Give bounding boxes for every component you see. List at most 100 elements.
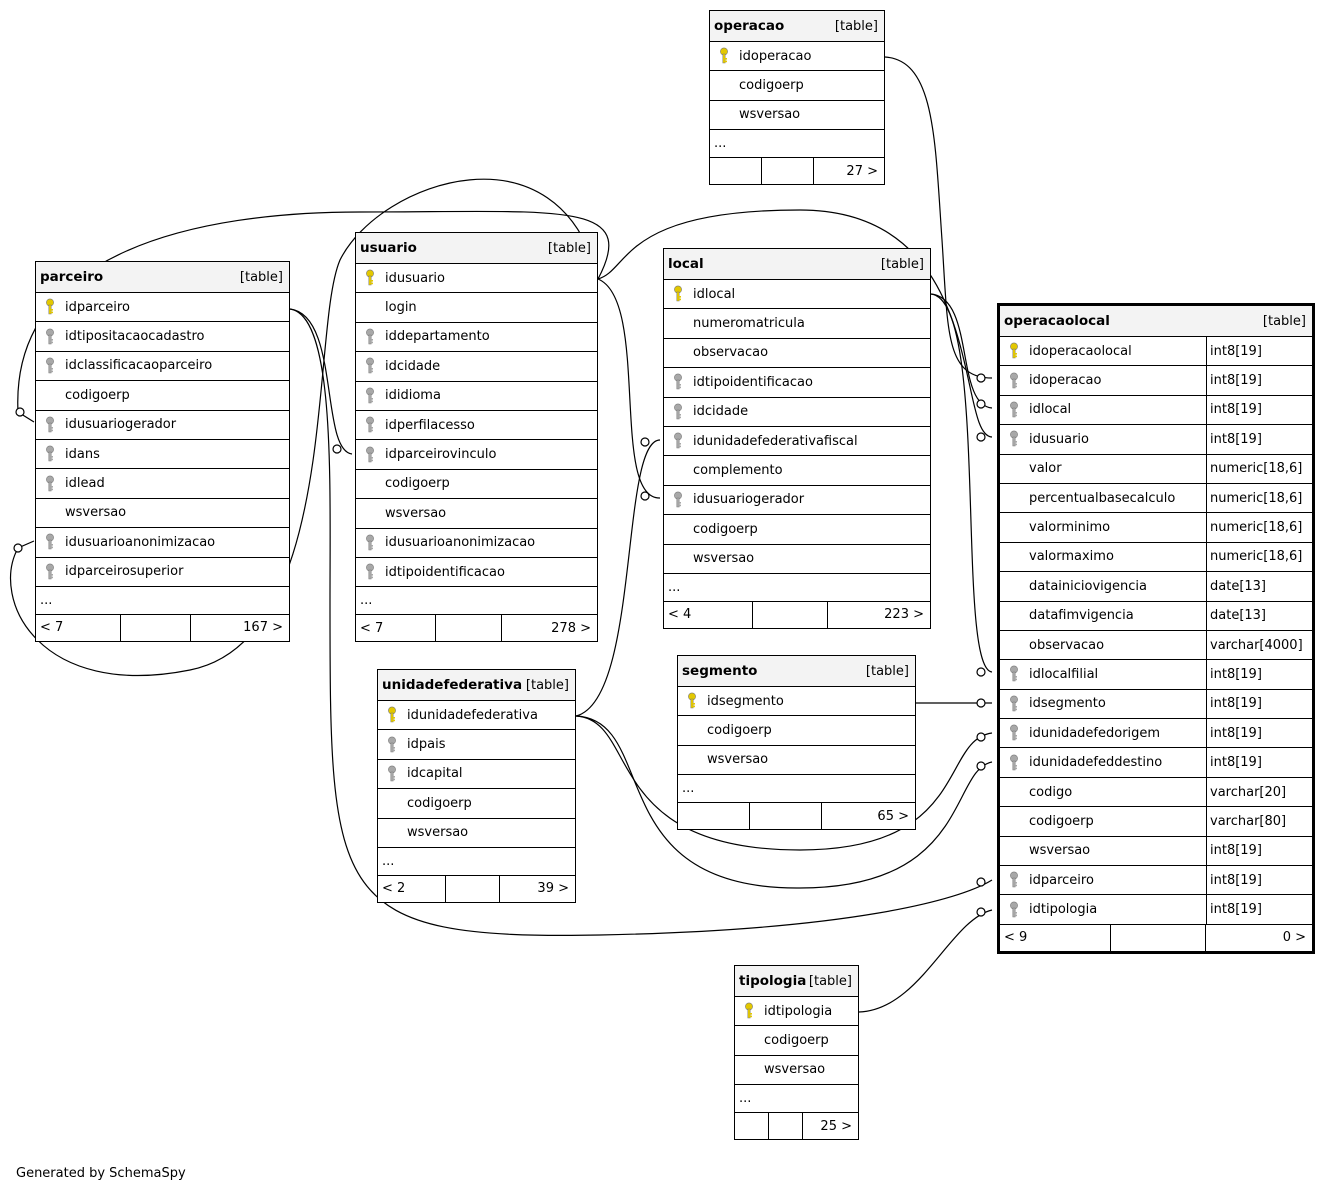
column-row[interactable]: idans — [36, 438, 289, 468]
column-row[interactable]: codigoerp — [356, 468, 597, 498]
parent-count[interactable]: < 7 — [356, 615, 436, 642]
column-row[interactable]: wsversao — [356, 498, 597, 527]
column-row[interactable]: idtipoidentificacao — [664, 367, 930, 396]
table-name: local — [668, 256, 704, 272]
column-row[interactable]: wsversao — [664, 543, 930, 573]
column-row[interactable]: idclassificacaoparceiro — [36, 350, 289, 380]
column-row[interactable]: observacao — [664, 337, 930, 367]
column-row[interactable]: codigoerp — [378, 788, 575, 817]
column-row[interactable]: idcapital — [378, 758, 575, 788]
parent-count[interactable]: < 7 — [36, 614, 121, 641]
column-name: idlead — [65, 476, 105, 492]
column-type: int8[19] — [1206, 425, 1312, 454]
column-row[interactable]: wsversao — [36, 497, 289, 527]
column-row[interactable]: wsversao — [735, 1054, 858, 1084]
column-row[interactable]: idparceiro — [36, 293, 289, 321]
column-name: datainiciovigencia — [1029, 578, 1147, 594]
column-row[interactable]: idpais — [378, 729, 575, 758]
parent-count[interactable]: < 4 — [664, 601, 753, 628]
column-row[interactable]: idusuarioanonimizacao — [356, 527, 597, 557]
column-name: wsversao — [65, 505, 127, 521]
row-count[interactable]: 167 > — [243, 620, 283, 636]
column-row[interactable]: login — [356, 292, 597, 321]
cardinality-marker — [13, 543, 23, 553]
column-row[interactable]: ididioma — [356, 380, 597, 410]
edge-unidade-operacaolocal-destino — [575, 715, 993, 889]
column-row[interactable]: codigoerp — [710, 70, 884, 99]
column-row[interactable]: idlocal — [664, 280, 930, 308]
column-row[interactable]: idparceirosuperior — [36, 556, 289, 586]
column-row[interactable]: idusuarioanonimizacao — [36, 527, 289, 556]
column-row[interactable]: idtipositacaocadastro — [36, 321, 289, 350]
column-row[interactable]: idtipoidentificacao — [356, 556, 597, 586]
parent-count[interactable] — [678, 803, 750, 830]
row-count[interactable]: 223 > — [884, 607, 924, 623]
column-row[interactable]: idunidadefederativa — [378, 701, 575, 729]
row-count[interactable]: 65 > — [877, 808, 909, 824]
column-row[interactable]: idcidade — [664, 396, 930, 426]
row-count[interactable]: 39 > — [537, 881, 569, 897]
column-row[interactable]: idunidadefederativafiscal — [664, 425, 930, 455]
column-row[interactable]: idtipologia — [735, 997, 858, 1025]
column-row[interactable]: wsversao — [710, 99, 884, 129]
column-row[interactable]: idlead — [36, 468, 289, 497]
row-count[interactable]: 27 > — [846, 163, 878, 179]
column-row[interactable]: numeromatricula — [664, 308, 930, 337]
column-row[interactable]: wsversao — [678, 744, 915, 774]
column-name: observacao — [1029, 637, 1105, 653]
column-row[interactable]: codigoerp — [664, 514, 930, 543]
row-count[interactable]: 278 > — [551, 620, 591, 636]
column-name: idparceiro — [1029, 872, 1094, 888]
column-row[interactable]: idusuario — [356, 264, 597, 292]
column-row[interactable]: idsegmento — [678, 687, 915, 715]
column-row[interactable]: wsversao — [378, 817, 575, 847]
column-row[interactable]: codigoerp — [36, 380, 289, 409]
column-row[interactable]: idusuariogerador — [36, 409, 289, 439]
column-row[interactable]: idusuariogerador — [664, 484, 930, 514]
row-count[interactable]: 25 > — [820, 1118, 852, 1134]
parent-count[interactable]: < 9 — [1000, 924, 1111, 951]
table-unidadefederativa[interactable]: unidadefederativa[table]idunidadefederat… — [377, 669, 576, 903]
column-row[interactable]: codigoerp — [735, 1025, 858, 1054]
parent-count[interactable] — [735, 1113, 769, 1140]
column-row[interactable]: idcidade — [356, 351, 597, 380]
column-row[interactable]: codigoerp — [678, 715, 915, 744]
row-count[interactable]: 0 > — [1282, 930, 1306, 946]
parent-count[interactable]: < 2 — [378, 875, 446, 902]
column-row[interactable]: idperfilacesso — [356, 409, 597, 439]
column-row[interactable]: iddepartamento — [356, 321, 597, 351]
table-type-label: [table] — [239, 269, 283, 285]
column-row[interactable]: idparceirovinculo — [356, 439, 597, 468]
parent-count[interactable] — [710, 158, 762, 185]
column-row[interactable]: idoperacao — [710, 42, 884, 70]
foreign-key-icon — [386, 736, 402, 754]
column-row[interactable]: complemento — [664, 455, 930, 484]
